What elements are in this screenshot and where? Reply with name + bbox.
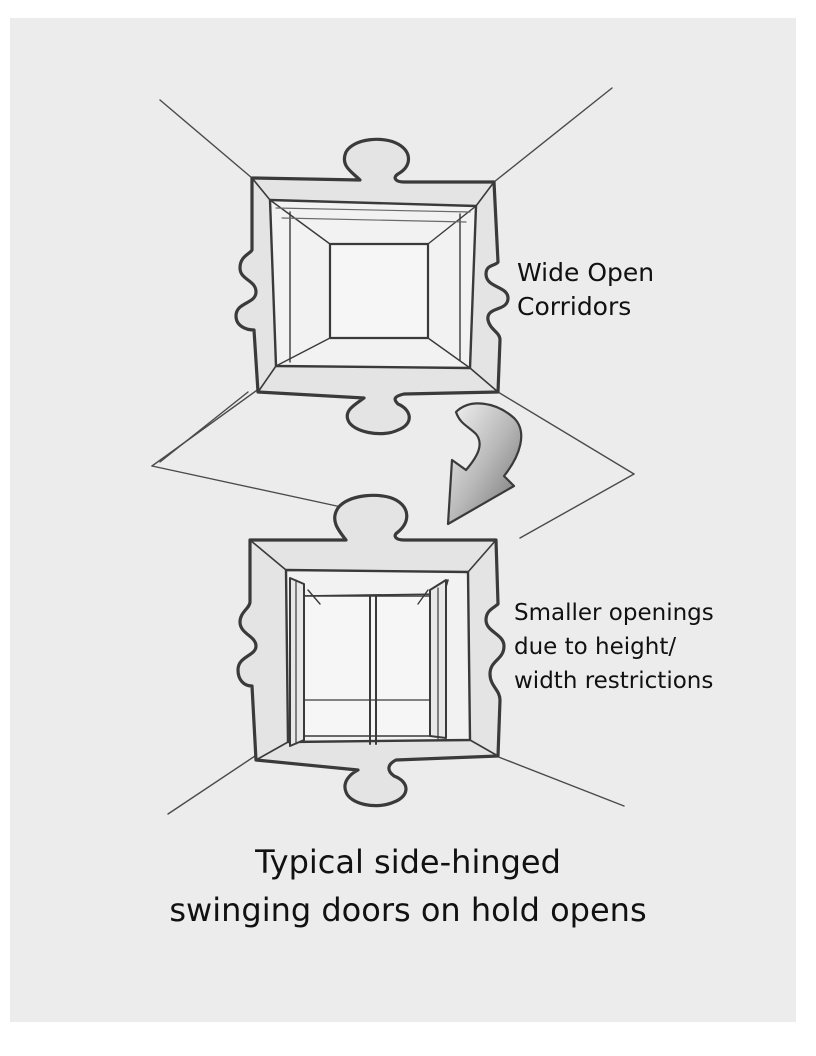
- open-corridors-label-line2: Corridors: [517, 292, 632, 321]
- open-corridors-label-line1: Wide Open: [517, 258, 655, 287]
- left-door: [289, 577, 305, 747]
- caption: Typical side-hinged swinging doors on ho…: [0, 838, 816, 934]
- smaller-openings-label-line3: width restrictions: [514, 668, 714, 694]
- open-corridor-module: [151, 87, 635, 475]
- caption-line1: Typical side-hinged: [255, 843, 561, 881]
- caption-line2: swinging doors on hold opens: [169, 891, 647, 929]
- perspective-lines-top: [151, 87, 635, 475]
- doorway-opening: [303, 595, 445, 737]
- smaller-openings-label-line2: due to height/: [514, 634, 677, 660]
- corridor-far-opening-top: [328, 242, 430, 340]
- perspective-lines-bottom: [151, 465, 635, 815]
- curved-arrow: [446, 402, 523, 526]
- open-corridors-label: Wide Open Corridors: [517, 256, 654, 324]
- smaller-openings-label: Smaller openings due to height/ width re…: [514, 596, 714, 698]
- smaller-openings-label-line1: Smaller openings: [514, 600, 714, 626]
- center-mullion: [369, 595, 377, 745]
- door-corridor-module: [151, 465, 635, 815]
